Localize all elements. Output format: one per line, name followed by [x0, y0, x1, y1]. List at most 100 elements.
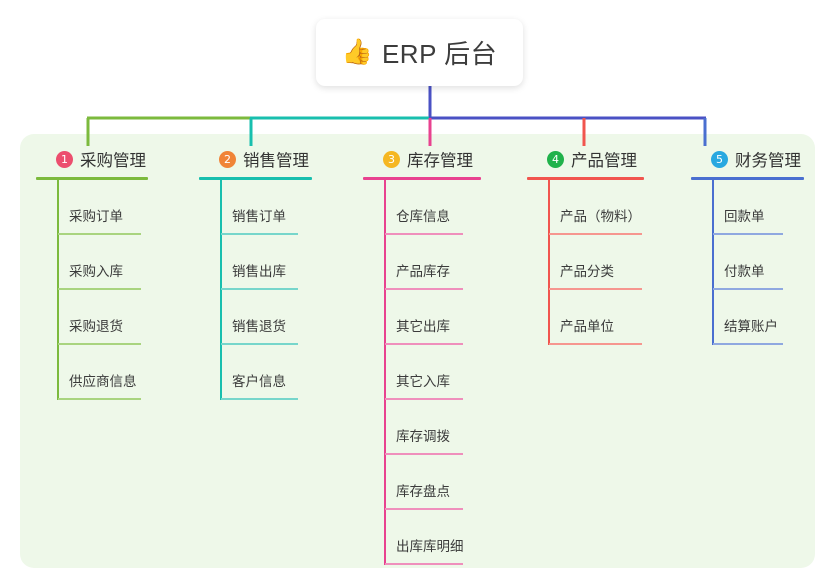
branch-header-5[interactable]: 5 财务管理: [691, 148, 815, 170]
branch-column-5: 5 财务管理回款单付款单结算账户: [691, 148, 815, 345]
menu-item[interactable]: 库存调拨: [363, 400, 488, 455]
menu-item-label: 产品库存: [396, 264, 450, 279]
branch-title: 销售管理: [243, 152, 309, 170]
branch-column-1: 1 采购管理采购订单采购入库采购退货供应商信息: [36, 148, 161, 400]
menu-item-label: 库存盘点: [396, 484, 450, 499]
menu-item[interactable]: 产品单位: [527, 290, 653, 345]
menu-item-underline: [385, 343, 463, 345]
menu-item-label: 客户信息: [232, 374, 286, 389]
branch-number-badge: 2: [219, 150, 236, 168]
menu-item-underline: [221, 233, 298, 235]
branch-header-1[interactable]: 1 采购管理: [36, 148, 161, 170]
menu-item[interactable]: 销售退货: [199, 290, 321, 345]
menu-item-label: 库存调拨: [396, 429, 450, 444]
branch-item-list-5: 回款单付款单结算账户: [691, 180, 815, 345]
branch-header-3[interactable]: 3 库存管理: [363, 148, 488, 170]
menu-item-underline: [385, 233, 463, 235]
menu-item-underline: [385, 288, 463, 290]
menu-item[interactable]: 产品库存: [363, 235, 488, 290]
menu-item-label: 仓库信息: [396, 209, 450, 224]
menu-item-underline: [549, 233, 642, 235]
branch-underline: [363, 177, 481, 180]
menu-item-underline: [385, 563, 463, 565]
menu-item[interactable]: 供应商信息: [36, 345, 161, 400]
branch-item-list-1: 采购订单采购入库采购退货供应商信息: [36, 180, 161, 400]
menu-item-label: 销售出库: [232, 264, 286, 279]
branch-header-2[interactable]: 2 销售管理: [199, 148, 321, 170]
menu-item-underline: [58, 398, 141, 400]
menu-item[interactable]: 出库库明细: [363, 510, 488, 565]
menu-item-label: 供应商信息: [69, 374, 137, 389]
menu-item[interactable]: 采购入库: [36, 235, 161, 290]
menu-item[interactable]: 仓库信息: [363, 180, 488, 235]
menu-item-label: 其它入库: [396, 374, 450, 389]
menu-item-underline: [385, 453, 463, 455]
branch-number-badge: 1: [56, 150, 73, 168]
branch-column-2: 2 销售管理销售订单销售出库销售退货客户信息: [199, 148, 321, 400]
branch-number-badge: 4: [547, 150, 564, 168]
menu-item-label: 销售订单: [232, 209, 286, 224]
menu-item-underline: [385, 508, 463, 510]
menu-item-label: 产品（物料）: [560, 209, 641, 224]
menu-item-underline: [58, 288, 141, 290]
branch-item-list-3: 仓库信息产品库存其它出库其它入库库存调拨库存盘点出库库明细: [363, 180, 488, 565]
menu-item[interactable]: 产品分类: [527, 235, 653, 290]
menu-item-underline: [713, 343, 783, 345]
menu-item[interactable]: 库存盘点: [363, 455, 488, 510]
branch-number-badge: 3: [383, 150, 400, 168]
menu-item-underline: [385, 398, 463, 400]
menu-item-label: 采购退货: [69, 319, 123, 334]
branch-trunk-line: [548, 180, 550, 345]
thumbs-up-icon: 👍: [341, 38, 373, 66]
menu-item-label: 采购入库: [69, 264, 123, 279]
branch-item-list-4: 产品（物料） 产品分类产品单位: [527, 180, 653, 345]
root-title: ERP 后台: [381, 39, 498, 69]
branch-column-3: 3 库存管理仓库信息产品库存其它出库其它入库库存调拨库存盘点出库库明细: [363, 148, 488, 565]
menu-item-label: 销售退货: [232, 319, 286, 334]
menu-item[interactable]: 其它入库: [363, 345, 488, 400]
menu-item-label: 产品分类: [560, 264, 614, 279]
menu-item[interactable]: 结算账户: [691, 290, 815, 345]
menu-item-label: 回款单: [724, 209, 765, 224]
branch-item-list-2: 销售订单销售出库销售退货客户信息: [199, 180, 321, 400]
menu-item-label: 采购订单: [69, 209, 123, 224]
menu-item[interactable]: 销售出库: [199, 235, 321, 290]
menu-item-underline: [549, 343, 642, 345]
branch-trunk-line: [384, 180, 386, 565]
branch-number-badge: 5: [711, 150, 728, 168]
menu-item[interactable]: 销售订单: [199, 180, 321, 235]
branch-column-4: 4 产品管理产品（物料） 产品分类产品单位: [527, 148, 653, 345]
menu-item-underline: [713, 233, 783, 235]
branch-title: 财务管理: [735, 152, 801, 170]
menu-item[interactable]: 客户信息: [199, 345, 321, 400]
menu-item[interactable]: 采购退货: [36, 290, 161, 345]
branch-trunk-line: [220, 180, 222, 400]
menu-item[interactable]: 采购订单: [36, 180, 161, 235]
menu-item-label: 付款单: [724, 264, 765, 279]
menu-item[interactable]: 产品（物料）: [527, 180, 653, 235]
branch-trunk-line: [712, 180, 714, 345]
branch-header-4[interactable]: 4 产品管理: [527, 148, 653, 170]
menu-item-label: 出库库明细: [396, 539, 464, 554]
menu-item[interactable]: 付款单: [691, 235, 815, 290]
menu-item-underline: [549, 288, 642, 290]
menu-item-underline: [713, 288, 783, 290]
root-node-card[interactable]: 👍 ERP 后台: [316, 19, 523, 86]
branch-trunk-line: [57, 180, 59, 400]
menu-item-label: 结算账户: [724, 319, 778, 334]
branch-underline: [527, 177, 644, 180]
content-panel: [20, 134, 815, 568]
branch-title: 库存管理: [407, 152, 473, 170]
branch-underline: [691, 177, 804, 180]
menu-item[interactable]: 回款单: [691, 180, 815, 235]
menu-item-underline: [58, 233, 141, 235]
menu-item-label: 产品单位: [560, 319, 614, 334]
menu-item-underline: [221, 398, 298, 400]
branch-underline: [199, 177, 312, 180]
menu-item-underline: [58, 343, 141, 345]
branch-underline: [36, 177, 148, 180]
menu-item[interactable]: 其它出库: [363, 290, 488, 345]
branch-title: 产品管理: [571, 152, 637, 170]
branch-title: 采购管理: [80, 152, 146, 170]
